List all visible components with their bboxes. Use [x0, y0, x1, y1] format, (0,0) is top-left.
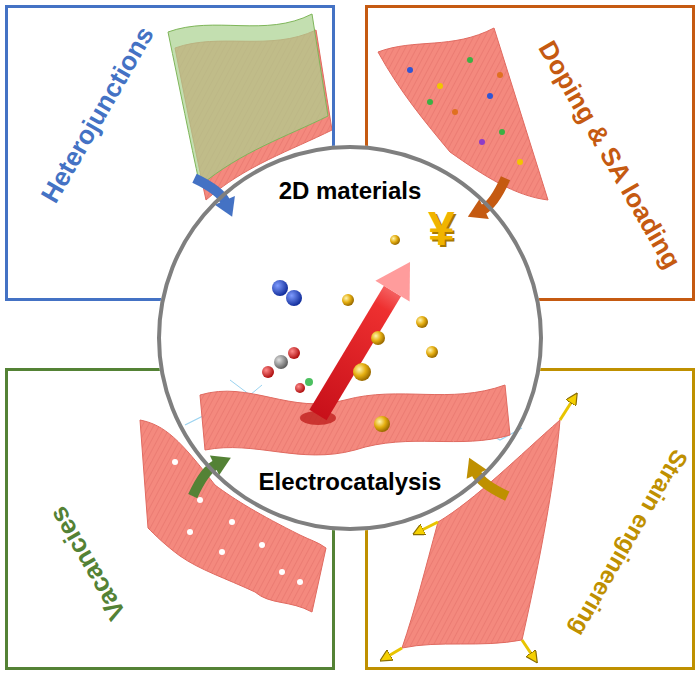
dopant-dot: [517, 159, 523, 165]
flow-arrow: [468, 178, 506, 219]
center-circle: 2D materialsElectrocatalysis: [157, 145, 543, 531]
circle-outline: [159, 147, 541, 529]
dopant-dot: [499, 129, 505, 135]
growth-arrow: [318, 291, 393, 415]
strain-arrow: [560, 398, 574, 420]
currency-symbol: ¥: [428, 205, 455, 253]
gold-ball: [426, 346, 438, 358]
gold-ball: [342, 294, 354, 306]
molecule-atom: [286, 290, 302, 306]
gold-ball: [390, 235, 400, 245]
vacancy-dot: [197, 497, 203, 503]
gold-ball: [371, 331, 385, 345]
dopant-dot: [479, 139, 485, 145]
vacancy-dot: [259, 542, 265, 548]
molecule-atom: [295, 383, 305, 393]
vacancy-dot: [219, 549, 225, 555]
gold-ball: [353, 363, 371, 381]
vacancy-dot: [229, 519, 235, 525]
theme-panel: Doping & SA loading: [365, 5, 695, 301]
red-sheet: [402, 420, 560, 648]
molecule-atom: [274, 355, 288, 369]
molecule-atom: [305, 378, 313, 386]
strain-arrow: [522, 640, 534, 658]
vacancy-dot: [187, 529, 193, 535]
center-title: Electrocatalysis: [259, 468, 442, 496]
dopant-dot: [487, 93, 493, 99]
dopant-dot: [497, 72, 503, 78]
dopant-dot: [467, 57, 473, 63]
panel-title: Heterojunctions: [36, 22, 161, 208]
dopant-dot: [437, 83, 443, 89]
vacancy-dot: [297, 579, 303, 585]
dopant-dot: [427, 99, 433, 105]
growth-arrow-head: [375, 262, 410, 301]
flow-arrow: [194, 178, 234, 217]
vacancy-dot: [279, 569, 285, 575]
dopant-dot: [407, 67, 413, 73]
green-layer: [168, 14, 328, 186]
gold-ball: [374, 416, 390, 432]
theme-panel: Heterojunctions: [5, 5, 335, 301]
strain-arrow: [385, 648, 402, 658]
strain-arrow: [418, 522, 438, 532]
molecule-atom: [272, 280, 288, 296]
red-sheet: [378, 28, 548, 200]
gold-ball: [416, 316, 428, 328]
dopant-dot: [452, 109, 458, 115]
center-title: 2D materials: [279, 177, 422, 205]
molecule-atom: [288, 347, 300, 359]
vacancy-dot: [172, 459, 178, 465]
flow-arrow: [193, 455, 231, 496]
flow-arrow: [467, 458, 508, 496]
panel-title: Strain engineering: [564, 445, 693, 641]
panel-title: Vacancies: [44, 501, 133, 625]
red-sheet: [200, 385, 510, 455]
panel-title: Doping & SA loading: [532, 36, 687, 274]
